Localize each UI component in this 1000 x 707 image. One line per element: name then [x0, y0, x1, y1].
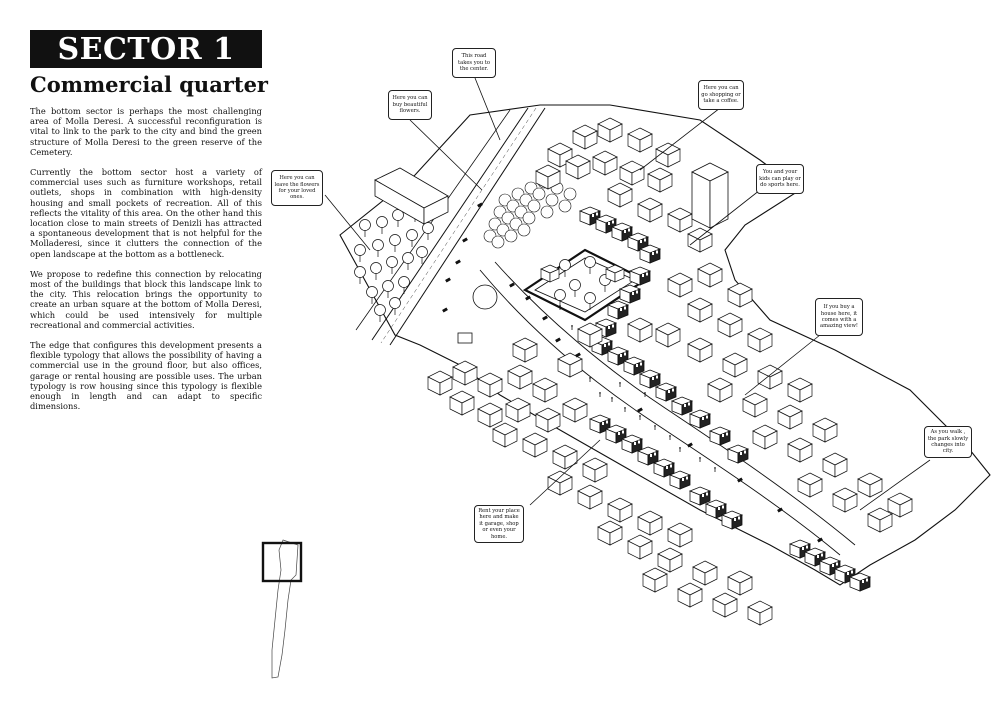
page-subtitle: Commercial quarter	[30, 72, 268, 97]
description-text: The bottom sector is perhaps the most ch…	[30, 106, 262, 421]
callout-kids: You and your kids can play or do sports …	[756, 164, 804, 194]
paragraph-4: The edge that configures this developmen…	[30, 340, 262, 412]
callout-shopping: Here you can go shopping or take a coffe…	[698, 80, 744, 110]
callout-flowers-leave: Here you can leave the flowers for your …	[271, 170, 323, 206]
callout-flowers-buy: Here you can buy beautiful flowers.	[388, 90, 432, 120]
paragraph-2: Currently the bottom sector host a varie…	[30, 167, 262, 259]
locator-map	[261, 539, 303, 679]
callout-road: This road takes you to the center.	[452, 48, 496, 78]
page-title: SECTOR 1	[57, 31, 235, 67]
locator-frame	[261, 541, 303, 583]
title-bar: SECTOR 1	[30, 30, 262, 68]
callout-walk: As you walk , the park slowly changes in…	[924, 426, 972, 458]
paragraph-3: We propose to redefine this connection b…	[30, 268, 262, 330]
callout-rent: Rent your place here and make it garage,…	[474, 505, 524, 543]
callout-view: If you buy a house here, it comes with a…	[815, 298, 863, 336]
paragraph-1: The bottom sector is perhaps the most ch…	[30, 106, 262, 157]
